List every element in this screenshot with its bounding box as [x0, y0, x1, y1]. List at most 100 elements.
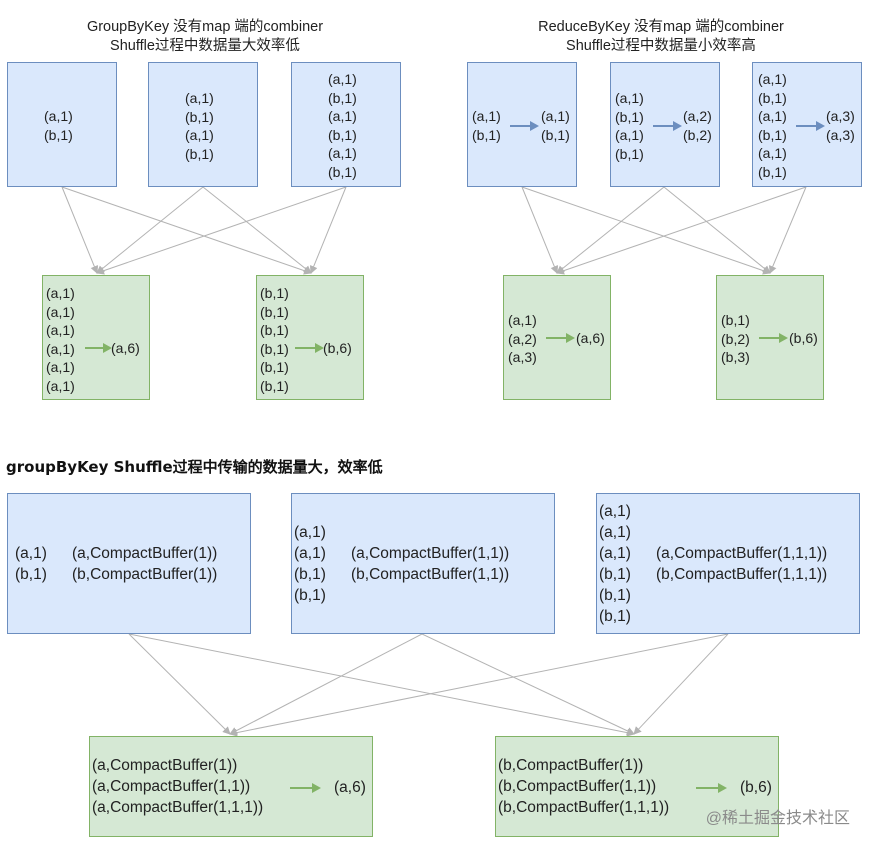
record-line: (b,1): [758, 163, 787, 180]
d1-reduce-box-b: (b,1)(b,1)(b,1)(b,1)(b,1)(b,1) (b,6): [256, 275, 364, 400]
record-line: (b,1): [294, 587, 326, 604]
record-line: (b,1): [260, 285, 289, 301]
d2-map-box-3-inputs: (a,1)(b,1)(a,1)(b,1)(a,1)(b,1): [758, 70, 787, 181]
connector-d3-m3-rb: [633, 633, 729, 735]
record-line: (a,1): [541, 108, 570, 124]
d2-map-box-2: (a,1)(b,1)(a,1)(b,1) (a,2)(b,2): [610, 62, 720, 187]
connector-d1-m2-rb: [202, 186, 312, 274]
d3-reduce-b-result: (b,6): [740, 779, 772, 796]
d3-map-box-2-outputs: (a,CompactBuffer(1,1))(b,CompactBuffer(1…: [351, 543, 509, 585]
connector-d3-m2-rb: [421, 633, 635, 735]
connector-d1-m3-rb: [309, 186, 347, 274]
record-line: (a,2): [508, 330, 537, 347]
watermark: @稀土掘金技术社区: [705, 810, 850, 827]
d3-reduce-box-a: (a,CompactBuffer(1)) (a,CompactBuffer(1,1…: [89, 736, 373, 837]
d2-reduce-box-b: (b,1)(b,2)(b,3) (b,6): [716, 275, 824, 400]
d3-map-box-2-inputs: (a,1) (a,1) (b,1) (b,1): [294, 522, 326, 606]
record-line: (a,CompactBuffer(1)): [92, 757, 238, 774]
record-line: (a,CompactBuffer(1,1)): [92, 778, 251, 795]
d3-map-box-3-outputs: (a,CompactBuffer(1,1,1)) (b,CompactBuffer…: [656, 543, 827, 585]
record-line: (b,1): [328, 126, 357, 143]
record-line: (b,1): [599, 566, 631, 583]
record-line: (a,1): [294, 545, 326, 562]
record-line: (a,1): [294, 524, 326, 541]
diagram1-title: GroupByKey 没有map 端的combiner Shuffle过程中数据…: [40, 18, 370, 56]
record-line: (b,CompactBuffer(1,1,1)): [656, 566, 828, 583]
record-line: (b,1): [721, 312, 750, 328]
d3-reduce-box-b-records: (b,CompactBuffer(1))(b,CompactBuffer(1,1…: [498, 755, 669, 818]
record-line: (a,CompactBuffer(1,1,1)): [656, 545, 828, 562]
connector-d2-m2-rb: [663, 186, 771, 274]
record-line: (b,1): [599, 608, 631, 625]
d2-map-box-3: (a,1)(b,1)(a,1)(b,1)(a,1)(b,1) (a,3)(a,3…: [752, 62, 862, 187]
record-line: (b,CompactBuffer(1)): [72, 566, 218, 583]
connector-d1-m1-ra: [61, 186, 99, 274]
d2-map-box-2-inputs: (a,1)(b,1)(a,1)(b,1): [615, 89, 644, 163]
connector-d3-m3-ra: [229, 633, 729, 737]
d2-reduce-box-a-records: (a,1)(a,2)(a,3): [508, 311, 537, 367]
d1-map-box-2-records: (a,1)(b,1)(a,1)(b,1): [185, 89, 214, 163]
record-line: (a,1): [328, 108, 357, 124]
connector-d3-m1-rb: [128, 633, 635, 737]
d3-reduce-box-a-records: (a,CompactBuffer(1)) (a,CompactBuffer(1,1…: [92, 755, 263, 818]
record-line: (b,1): [15, 566, 47, 583]
d1-reduce-box-b-records: (b,1)(b,1)(b,1)(b,1)(b,1)(b,1): [260, 284, 289, 395]
connector-d3-m2-ra: [229, 633, 423, 735]
d1-reduce-b-result: (b,6): [323, 340, 352, 356]
record-line: (b,CompactBuffer(1,1)): [498, 778, 657, 795]
record-line: (b,3): [721, 349, 750, 365]
d1-map-box-2: (a,1)(b,1)(a,1)(b,1): [148, 62, 258, 187]
record-line: (a,1): [599, 524, 631, 541]
record-line: (b,1): [185, 108, 214, 125]
record-line: (a,1): [599, 503, 631, 520]
diagram1-title-line1: GroupByKey 没有map 端的combiner: [86, 19, 324, 35]
record-line: (a,1): [615, 90, 644, 106]
d2-map-box-2-outputs: (a,2) (b,2): [683, 107, 712, 144]
record-line: (b,1): [599, 587, 631, 604]
diagram2-title-line1: ReduceByKey 没有map 端的combiner: [538, 19, 784, 35]
connector-d1-m1-rb: [61, 186, 312, 275]
d1-reduce-box-a: (a,1)(a,1)(a,1)(a,1)(a,1)(a,1) (a,6): [42, 275, 150, 400]
d2-map-box-3-outputs: (a,3) (a,3): [826, 107, 855, 144]
record-line: (a,3): [826, 126, 855, 143]
diagram1-title-line2: Shuffle过程中数据量大效率低: [110, 38, 300, 54]
record-line: (a,1): [758, 71, 787, 87]
record-line: (b,CompactBuffer(1,1,1)): [498, 799, 670, 816]
d2-reduce-box-a: (a,1)(a,2)(a,3) (a,6): [503, 275, 611, 400]
record-line: (a,1): [46, 322, 75, 338]
d2-reduce-box-b-records: (b,1)(b,2)(b,3): [721, 311, 750, 367]
record-line: (a,1): [46, 340, 75, 357]
d1-map-box-3-records: (a,1)(b,1)(a,1)(b,1)(a,1)(b,1): [328, 70, 357, 181]
d3-map-box-3: (a,1) (a,1) (a,1) (b,1) (b,1) (b,1) (a,Compac…: [596, 493, 860, 634]
record-line: (a,1): [46, 377, 75, 394]
record-line: (a,1): [472, 108, 501, 124]
record-line: (b,2): [683, 126, 712, 143]
d2-map-box-1-inputs: (a,1) (b,1): [472, 107, 501, 144]
d2-reduce-b-result: (b,6): [789, 330, 818, 346]
record-line: (b,1): [260, 340, 289, 357]
record-line: (a,1): [185, 90, 214, 106]
connector-d2-m3-rb: [769, 186, 807, 274]
connector-d1-m3-ra: [96, 186, 347, 275]
record-line: (b,1): [294, 566, 326, 583]
d3-map-box-1: (a,1)(b,1) (a,CompactBuffer(1))(b,Compac…: [7, 493, 251, 634]
record-line: (a,1): [185, 127, 214, 143]
connector-d2-m1-ra: [521, 186, 559, 274]
d3-map-box-3-inputs: (a,1) (a,1) (a,1) (b,1) (b,1) (b,1): [599, 501, 631, 627]
record-line: (a,1): [599, 545, 631, 562]
record-line: (b,1): [615, 108, 644, 125]
diagram2-title-line2: Shuffle过程中数据量小效率高: [566, 38, 756, 54]
record-line: (b,1): [328, 89, 357, 106]
record-line: (a,1): [46, 303, 75, 320]
d1-reduce-a-result: (a,6): [111, 340, 140, 356]
diagram3-heading: groupByKey Shuffle过程中传输的数据量大，效率低: [6, 458, 383, 476]
record-line: (a,1): [758, 145, 787, 161]
record-line: (a,1): [328, 71, 357, 87]
record-line: (b,1): [472, 126, 501, 143]
d3-map-box-1-inputs: (a,1)(b,1): [15, 543, 47, 585]
d2-reduce-a-result: (a,6): [576, 330, 605, 346]
record-line: (a,2): [683, 108, 712, 124]
record-line: (a,3): [826, 108, 855, 124]
connector-d1-m2-ra: [96, 186, 204, 274]
